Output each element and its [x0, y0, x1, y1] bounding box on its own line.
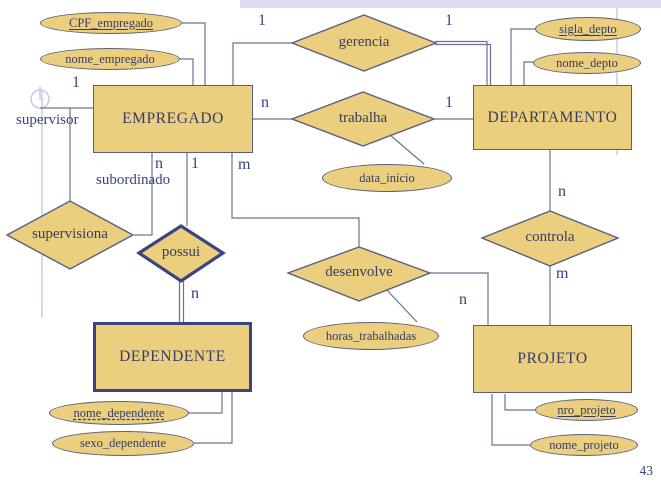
line-empregado-gerencia [232, 42, 292, 85]
line-desenvolve-projeto [430, 272, 489, 325]
cardinality-gerencia-empregado: 1 [258, 12, 266, 29]
relationship-label-controla: controla [525, 229, 575, 245]
line-trabalha-data-inicio [389, 134, 425, 165]
attribute-label: sigla_depto [559, 21, 617, 36]
cardinality-controla-projeto: m [556, 265, 569, 282]
relationship-label-desenvolve: desenvolve [325, 264, 393, 280]
slide-top-bar [240, 0, 661, 8]
attribute-label: horas_trabalhadas [325, 328, 417, 343]
entity-departamento: DEPARTAMENTO [473, 85, 632, 150]
attribute-nome-depto: nome_depto [533, 52, 641, 74]
cardinality-possui-empregado: 1 [191, 155, 199, 172]
cardinality-controla-departamento: n [558, 183, 566, 200]
entity-empregado: EMPREGADO [93, 85, 253, 153]
attribute-label: nome_projeto [549, 437, 619, 452]
line-sigla-depto [510, 28, 535, 85]
line-nome-empregado [180, 58, 194, 85]
attribute-label: nro_projeto [557, 402, 616, 417]
line-subordinado [134, 153, 153, 236]
attribute-nome-dependente: nome_dependente [49, 401, 189, 425]
cardinality-trabalha-departamento: 1 [445, 94, 453, 111]
line-sexo-dependente [194, 392, 233, 444]
attribute-label: CPF_empregado [68, 15, 154, 30]
line-nome-projeto [491, 394, 530, 446]
attribute-label: data_início [359, 170, 415, 185]
relationship-label-gerencia: gerencia [338, 34, 390, 50]
cardinality-possui-dependente: n [191, 285, 199, 302]
cardinality-supervisiona-supervisor: 1 [72, 74, 80, 91]
relationship-controla-diamond [480, 210, 620, 267]
attribute-label: nome_dependente [73, 405, 165, 420]
relationship-label-trabalha: trabalha [338, 110, 388, 126]
line-gerencia-departamento-outer [435, 40, 488, 85]
relationship-trabalha-diamond [290, 91, 436, 147]
attribute-sigla-depto: sigla_depto [535, 17, 641, 41]
role-subordinado: subordinado [96, 172, 171, 188]
relationship-gerencia-diamond [290, 14, 438, 72]
line-nome-depto [523, 61, 533, 85]
role-supervisor: supervisor [16, 112, 79, 128]
cardinality-supervisiona-subordinado: n [155, 155, 163, 172]
relationship-label-possui: possui [161, 244, 201, 260]
attribute-horas-trabalhadas: horas_trabalhadas [303, 322, 439, 350]
attribute-nome-empregado: nome_empregado [40, 48, 180, 70]
line-desenvolve-horas [383, 286, 418, 323]
cardinality-trabalha-empregado: n [261, 94, 269, 111]
attribute-sexo-dependente: sexo_dependente [52, 431, 194, 456]
attribute-data-inicio: data_início [322, 164, 452, 192]
attribute-cpf-empregado: CPF_empregado [40, 12, 182, 34]
entity-dependente: DEPENDENTE [93, 322, 252, 392]
line-nro-projeto [504, 394, 535, 411]
attribute-nome-projeto: nome_projeto [530, 434, 638, 456]
attribute-label: sexo_dependente [79, 436, 167, 450]
relationship-label-supervisiona: supervisiona [32, 226, 108, 242]
line-cpf-empregado [182, 22, 206, 85]
cardinality-gerencia-departamento: 1 [445, 12, 453, 29]
line-empregado-desenvolve [231, 153, 360, 247]
attribute-nro-projeto: nro_projeto [535, 399, 638, 421]
relationship-possui-diamond [136, 224, 226, 283]
relationship-supervisiona-diamond [5, 200, 135, 270]
entity-projeto: PROJETO [473, 325, 632, 393]
attribute-label: nome_empregado [65, 51, 155, 66]
line-gerencia-departamento-inner [435, 43, 492, 85]
attribute-label: nome_depto [556, 55, 618, 70]
page-number: 43 [639, 463, 654, 478]
relationship-desenvolve-diamond [286, 246, 432, 302]
cardinality-desenvolve-empregado: m [238, 156, 251, 173]
cardinality-desenvolve-projeto: n [459, 291, 467, 308]
line-nome-dependente [189, 392, 223, 414]
